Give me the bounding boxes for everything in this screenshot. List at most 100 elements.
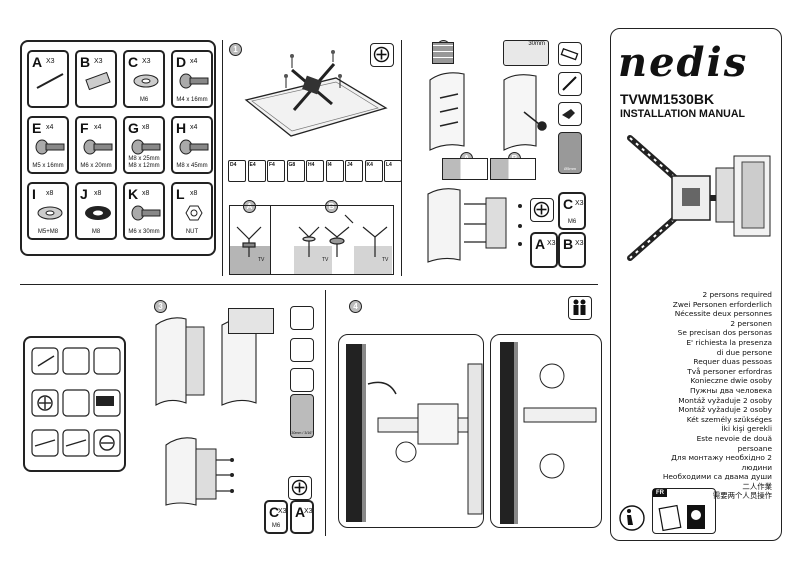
drill-bit-note: Ø5mm [564, 166, 576, 171]
screwdriver-plus-icon [533, 201, 550, 218]
step-2b-anchor-box [490, 158, 536, 180]
tv-label-b: TV [322, 257, 329, 263]
divider-vertical-top-1 [222, 40, 223, 276]
step-1b-box [270, 205, 394, 275]
two-persons-icon-box [568, 296, 592, 320]
part-c-icon [133, 74, 159, 88]
part-size: M8 [91, 228, 101, 235]
part-size: M5+M8 [37, 228, 59, 235]
step-1-hardware-item: E4 [247, 160, 266, 182]
step-1-number: 1 [229, 43, 242, 56]
language-line: Requer duas pessoas [693, 357, 772, 367]
part-letter: G [128, 120, 139, 136]
language-line: 需要两个人员操作 [712, 491, 772, 501]
two-persons-icon [573, 299, 586, 315]
screwdriver-plus-icon [291, 479, 308, 496]
part-letter: A [32, 54, 43, 70]
part-letter: J [80, 186, 88, 202]
tv-label-a: TV [258, 257, 265, 263]
tools-grid [31, 347, 121, 457]
tv-label-c: TV [382, 257, 389, 263]
model-title: TVWM1530BK [620, 91, 715, 107]
part-h-icon [179, 139, 209, 155]
step-3-screwdriver [288, 476, 312, 500]
language-line: Konieczne dwie osoby [690, 376, 772, 386]
step-1b-tv-back-2 [354, 246, 392, 274]
step-1-hardware-item: K4 [364, 160, 383, 182]
part-qty: x8 [94, 190, 102, 197]
language-line: Montáž vyžaduje 2 osoby [678, 405, 772, 415]
step-4-illustration [346, 342, 597, 524]
step-1b-number: B [325, 200, 338, 213]
part-qty: x8 [190, 190, 198, 197]
language-line: E' richiesta la presenza [686, 337, 772, 347]
recycling-icon [616, 503, 648, 533]
step-1-hardware-item: H4 [306, 160, 324, 182]
part-qty: x4 [46, 124, 54, 131]
part-qty: x4 [190, 124, 198, 131]
triman-icon [658, 504, 705, 532]
step-2a-anchor-box [442, 158, 488, 180]
recycle-person-icon [619, 505, 645, 531]
language-line: Zwei Personen erforderlich [672, 299, 772, 309]
divider-vertical-bottom [325, 290, 326, 536]
step-3-number: 3 [154, 300, 167, 313]
drill-depth-label: 30mm [528, 41, 545, 47]
step-3-part-c: C X3 M6 [264, 500, 288, 534]
drill-bit-card: Ø5mm [558, 132, 582, 174]
step-1-bolt-details [236, 214, 388, 257]
part-size: M6 x 30mm [128, 228, 160, 235]
language-line: Необходими са двама души [662, 472, 772, 482]
step-1-hardware-item: I4 [325, 160, 344, 182]
part-size: M5 x 16mm [32, 162, 64, 169]
step-3-part-a: A X3 [290, 500, 314, 534]
part-qty: x8 [142, 124, 150, 131]
drill-icon [562, 109, 575, 119]
step-1-hardware-item: D4 [228, 160, 246, 182]
step-1-hardware-item: L4 [384, 160, 402, 182]
part-k-icon [131, 205, 161, 221]
part-size: M8 x 25mm M8 x 12mm [128, 156, 160, 169]
drill-depth-callout: 30mm [503, 40, 549, 66]
step-1-hardware-item: F4 [267, 160, 285, 182]
step-2-screwdriver [530, 198, 554, 222]
part-letter: B [80, 54, 91, 70]
step-1-tv-illustration [244, 50, 388, 137]
cover-panel [610, 28, 782, 541]
part-b-icon [85, 71, 111, 91]
part-letter: H [176, 120, 187, 136]
language-line: Для монтажу необхідно 2 [671, 453, 772, 463]
part-i-icon [37, 206, 63, 220]
step-3-drill [290, 368, 314, 392]
part-a-icon [36, 73, 64, 89]
part-size: M6 [139, 96, 149, 103]
wall-brick-icon [432, 42, 454, 64]
part-size: M6 x 20mm [80, 162, 112, 169]
part-size: M8 x 45mm [176, 162, 208, 169]
drill-tool [558, 102, 582, 126]
part-qty: X3 [46, 58, 55, 65]
part-qty: X3 [94, 58, 103, 65]
nedis-logo: nedis [618, 39, 748, 86]
language-line: 2 persons required [702, 290, 772, 299]
step-2-part-a: A X3 [530, 232, 558, 268]
language-line: Montáž vyžaduje 2 osoby [678, 395, 772, 405]
part-letter: L [176, 186, 185, 202]
svg-text:nedis: nedis [618, 39, 748, 86]
part-e-icon [35, 139, 65, 155]
step-1-hardware-item: G8 [286, 160, 305, 182]
step-1-hardware-item: J4 [345, 160, 363, 182]
step-3-drill-bit: 30mm / 3/16" [290, 394, 314, 438]
